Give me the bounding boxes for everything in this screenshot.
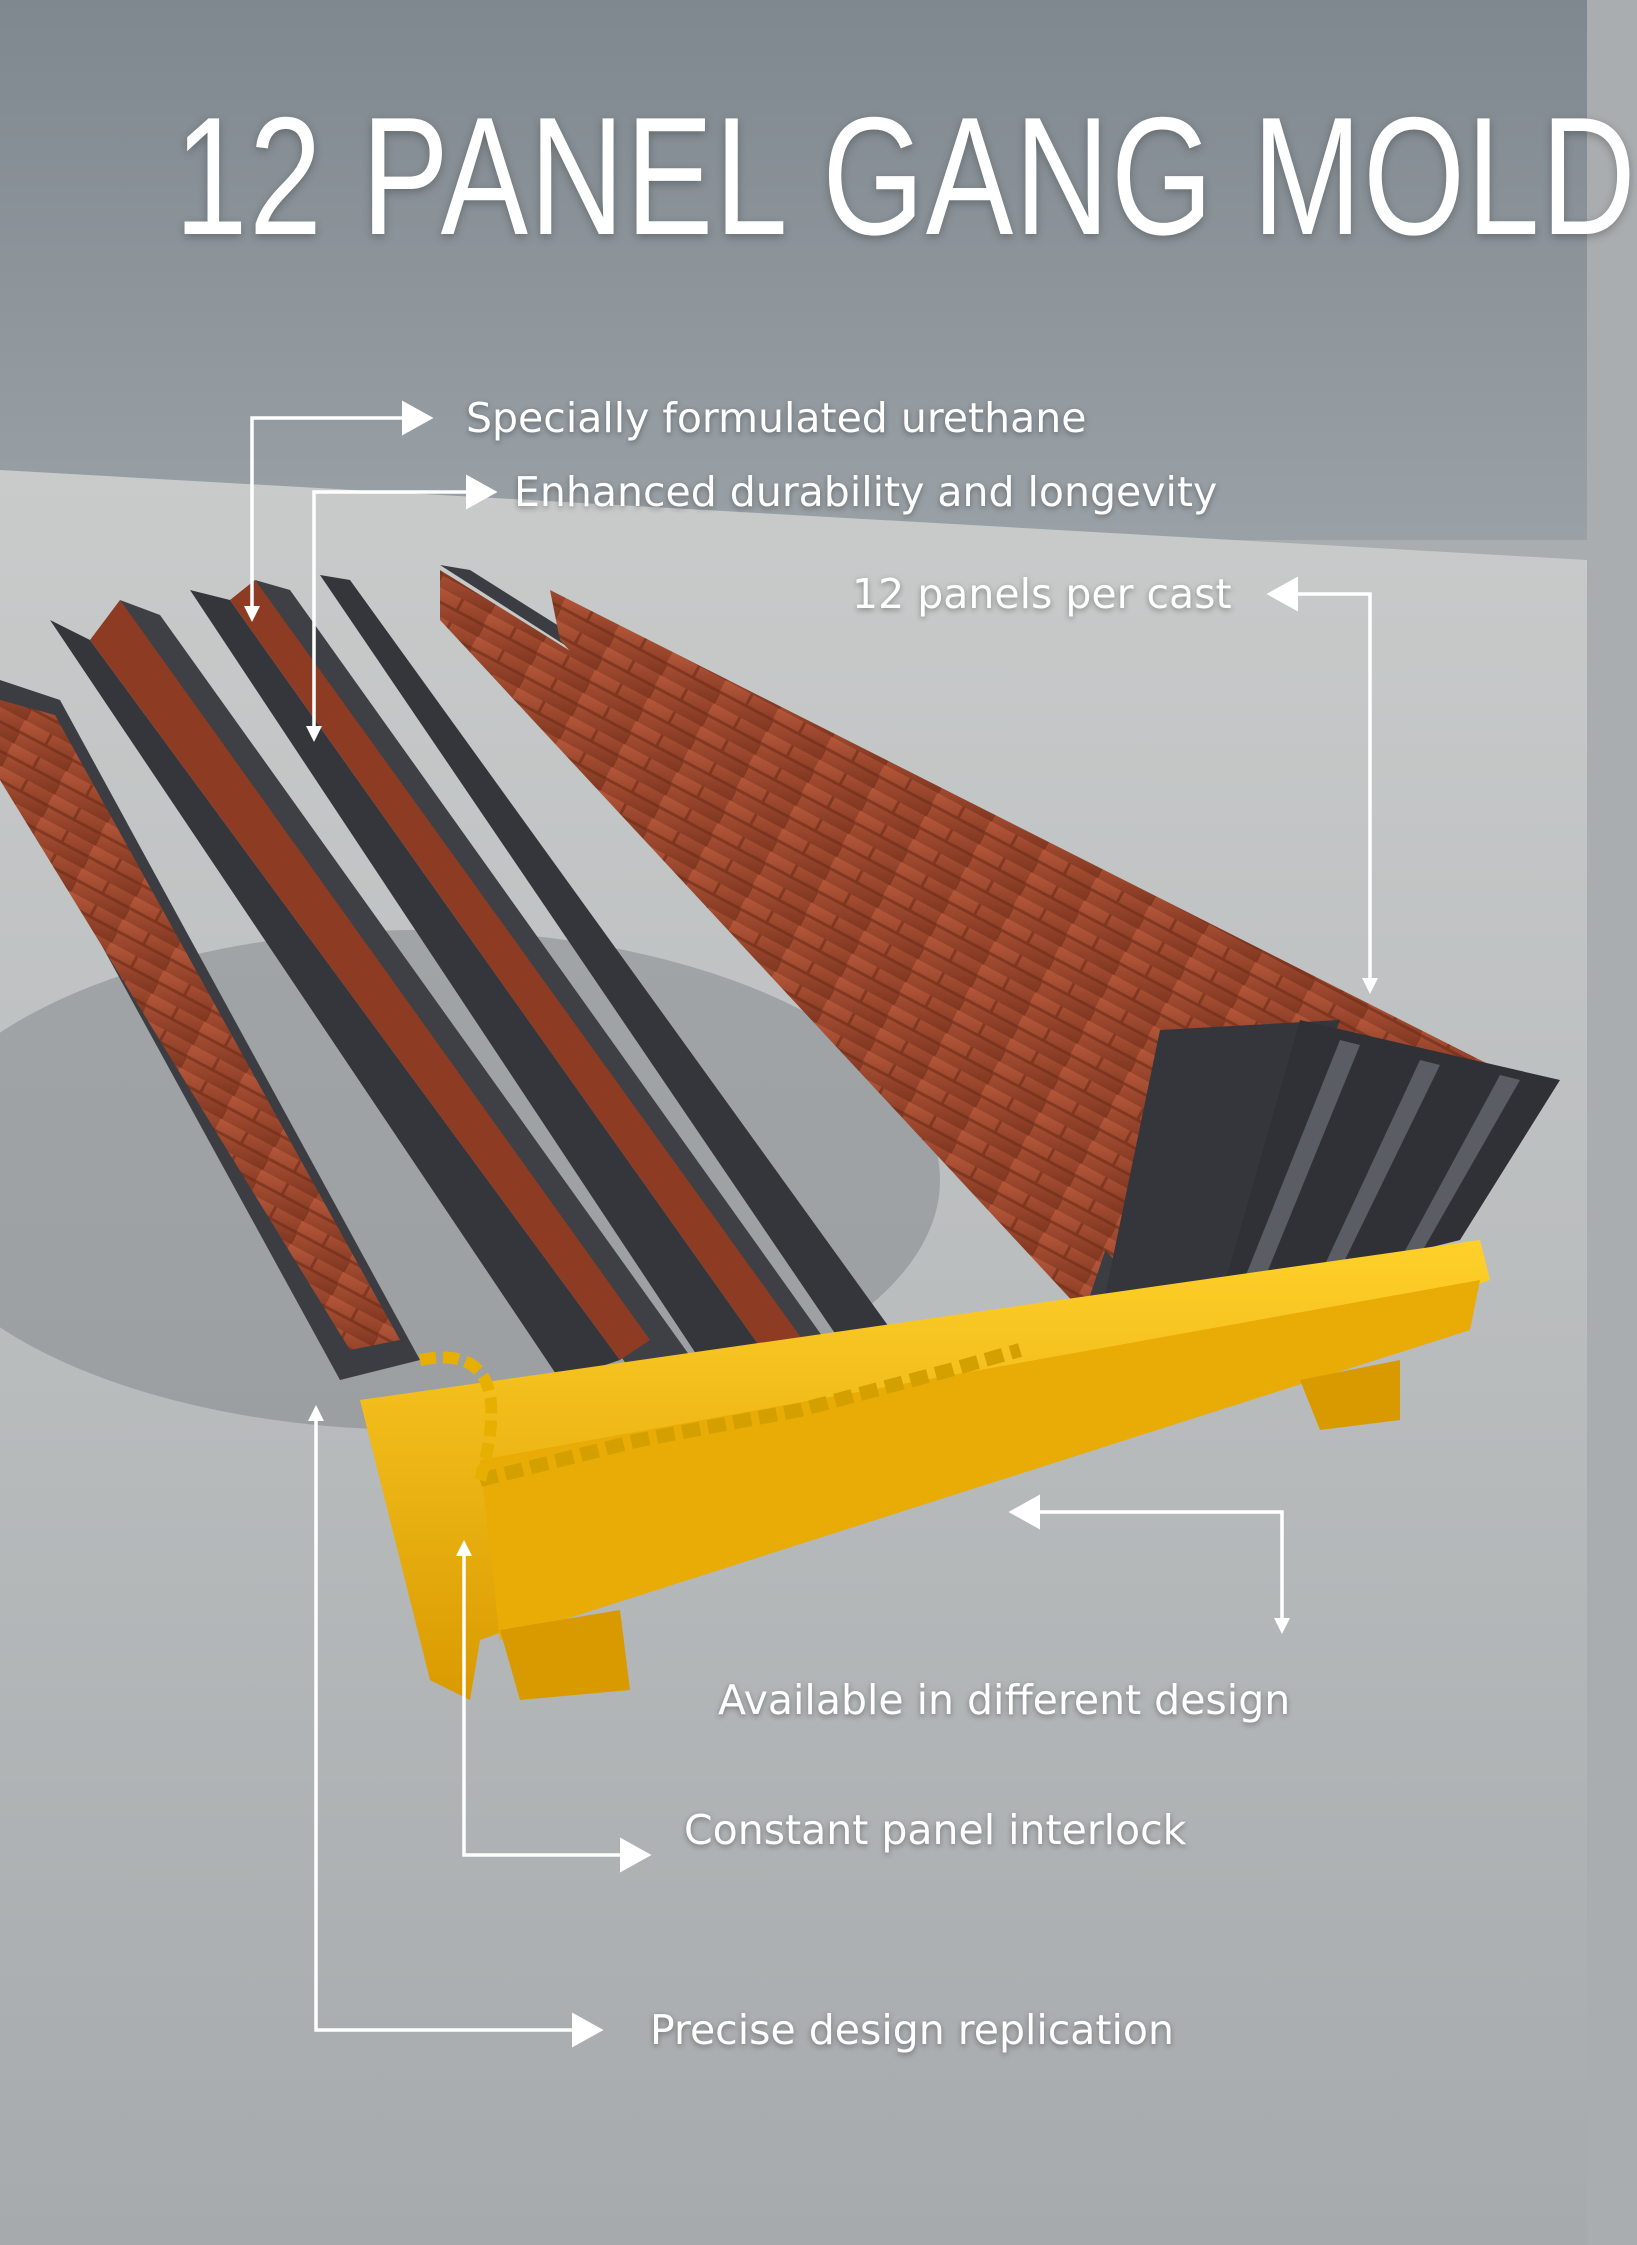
concrete-wall (0, 0, 1587, 540)
arrowhead-design-down (1274, 1618, 1290, 1634)
steel-base (360, 1240, 1490, 1700)
page-title: 12 PANEL GANG MOLD (174, 82, 1637, 270)
arrowhead-durability-down (306, 726, 322, 742)
arrowhead-panels-down (1362, 978, 1378, 994)
callout-replication: Precise design replication (650, 2006, 1174, 2054)
callout-panels: 12 panels per cast (852, 570, 1232, 618)
arrow-design-left (1008, 1494, 1284, 1630)
arrowhead-interlock-up (456, 1540, 472, 1556)
arrow-durability-right (312, 474, 498, 738)
arrow-panels-left (1266, 576, 1372, 990)
arrow-replication-right (314, 1410, 604, 2048)
outer-panel-left-face (0, 700, 400, 1350)
arrow-urethane-right (250, 400, 434, 618)
callout-arrows (244, 400, 1378, 2048)
panel-fan-right (440, 565, 1560, 1330)
arrowhead-urethane-down (244, 606, 260, 622)
arrow-interlock-right (462, 1545, 652, 1873)
callout-interlock: Constant panel interlock (684, 1806, 1187, 1854)
callout-urethane: Specially formulated urethane (466, 394, 1087, 442)
arrowhead-replication-up (308, 1405, 324, 1421)
callout-durability: Enhanced durability and longevity (514, 468, 1218, 516)
panel-fan-left (50, 575, 920, 1390)
callout-design: Available in different design (718, 1676, 1291, 1724)
product-photo (0, 0, 1587, 2245)
